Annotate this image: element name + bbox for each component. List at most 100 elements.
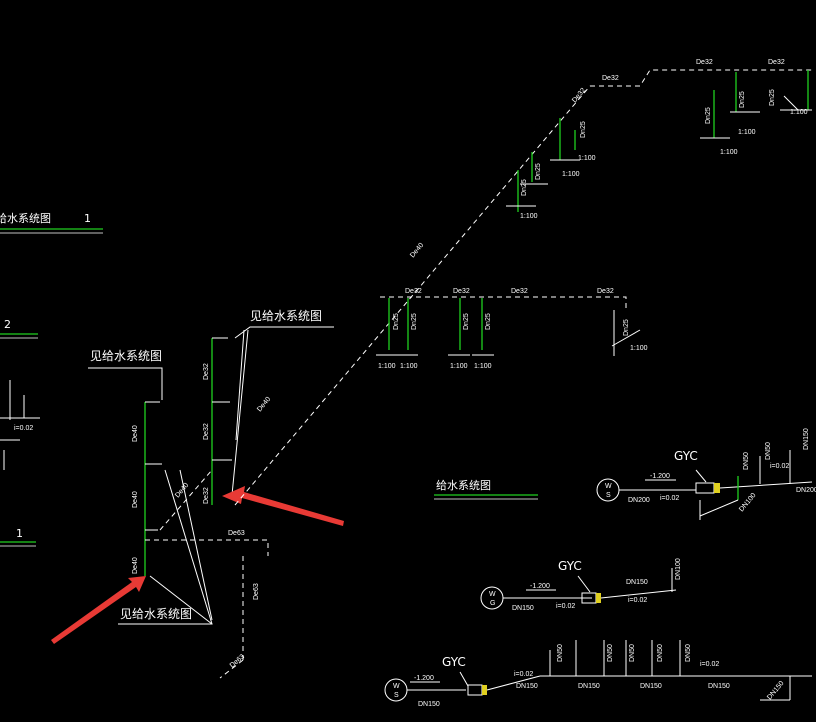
fixture-scale: 1:100 bbox=[378, 363, 396, 370]
leader-ref-1: 见给水系统图 bbox=[231, 309, 334, 496]
fixture-scale: 1:100 bbox=[562, 171, 580, 178]
pipe-label: DN100 bbox=[675, 558, 682, 580]
pipe-label: DN150 bbox=[640, 683, 662, 690]
slope-label: i=0.02 bbox=[514, 671, 533, 678]
slope-label: i=0.02 bbox=[628, 597, 647, 604]
pipe-label: DN50 bbox=[685, 644, 692, 662]
mid-label: De32 bbox=[453, 288, 470, 295]
supply-diagram-1: W S -1.200 DN200 i=0.02 GYC DN200 DN50 D… bbox=[596, 428, 816, 520]
slope-label: i=0.02 bbox=[556, 603, 575, 610]
top-label-de32b: De32 bbox=[696, 59, 713, 66]
svg-text:S: S bbox=[394, 692, 399, 699]
mid-label: De32 bbox=[511, 288, 528, 295]
gyc-label: GYC bbox=[558, 559, 582, 573]
label-de63-d: De63 bbox=[229, 653, 246, 669]
fixture-label: Dn25 bbox=[521, 179, 528, 196]
fixtures-diagonal: 1:100 1:100 1:100 Dn25 Dn25 Dn25 bbox=[506, 118, 596, 220]
pipe-label: DN50 bbox=[557, 644, 564, 662]
riser-label-de40b: De40 bbox=[132, 491, 139, 508]
diag-label-1: De40 bbox=[409, 242, 425, 259]
pipe-label: DN50 bbox=[657, 644, 664, 662]
pipe-label: DN50 bbox=[765, 442, 772, 460]
fixture-label: Dn25 bbox=[769, 89, 776, 106]
slope-label: i=0.02 bbox=[770, 463, 789, 470]
title-number-1: 1 bbox=[84, 212, 91, 225]
leader-ref-2: 见给水系统图 bbox=[88, 349, 163, 400]
left-fixture-fragment: i=0.02 bbox=[0, 380, 40, 470]
label-de63: De63 bbox=[228, 530, 245, 537]
slope-label: i=0.02 bbox=[700, 661, 719, 668]
svg-text:S: S bbox=[606, 492, 611, 499]
label-de40-diag: De40 bbox=[174, 482, 190, 499]
riser-label-de32c: De32 bbox=[203, 487, 210, 504]
fixture-scale: 1:100 bbox=[790, 109, 808, 116]
pipe-label: DN200 bbox=[628, 497, 650, 504]
elev-label: -1.200 bbox=[650, 473, 670, 480]
svg-text:G: G bbox=[490, 600, 495, 607]
fixture-label: Dn25 bbox=[411, 313, 418, 330]
riser-label-de40: De40 bbox=[132, 425, 139, 442]
top-label-de32: De32 bbox=[602, 75, 619, 82]
fixture-scale: 1:100 bbox=[630, 345, 648, 352]
pipe-label: DN150 bbox=[512, 605, 534, 612]
gyc-label: GYC bbox=[442, 655, 466, 669]
svg-text:W: W bbox=[393, 683, 400, 690]
slope-label: i=0.02 bbox=[14, 425, 33, 432]
title-water-system-left: 给水系统图 bbox=[0, 212, 51, 225]
pipe-label: DN150 bbox=[578, 683, 600, 690]
elev-label: -1.200 bbox=[530, 583, 550, 590]
fixture-scale: 1:100 bbox=[474, 363, 492, 370]
fixture-scale: 1:100 bbox=[720, 149, 738, 156]
mid-branch-pipe bbox=[380, 296, 627, 310]
pipe-label: DN150 bbox=[418, 701, 440, 708]
supply-diagram-3: W S -1.200 DN150 GYC i=0.02 i=0.02 DN150… bbox=[384, 640, 812, 708]
fixture-label: Dn25 bbox=[739, 91, 746, 108]
fixture-label: Dn25 bbox=[705, 107, 712, 124]
fixture-scale: 1:100 bbox=[520, 213, 538, 220]
pipe-label: DN200 bbox=[796, 487, 816, 494]
riser-group-left: De40 De40 De40 De32 De32 De32 De63 De63 … bbox=[132, 337, 269, 679]
fixture-label: Dn25 bbox=[485, 313, 492, 330]
pipe-label: DN150 bbox=[803, 428, 810, 450]
pipe-label: DN50 bbox=[629, 644, 636, 662]
red-arrow-2 bbox=[51, 576, 146, 644]
svg-text:W: W bbox=[489, 591, 496, 598]
pipe-label: DN150 bbox=[766, 680, 785, 701]
fixtures-mid: 1:100 1:100 1:100 1:100 1:100 Dn25 Dn25 … bbox=[376, 298, 648, 370]
fixture-label: Dn25 bbox=[623, 319, 630, 336]
pipe-label: DN50 bbox=[607, 644, 614, 662]
title-water-system: 给水系统图 bbox=[436, 479, 491, 492]
riser-label-de32: De32 bbox=[203, 363, 210, 380]
red-arrow-1 bbox=[222, 486, 344, 526]
diag-label-2: De40 bbox=[256, 396, 272, 413]
fixture-label: Dn25 bbox=[580, 121, 587, 138]
title-number-1b: 1 bbox=[16, 527, 23, 540]
mid-label: De32 bbox=[405, 288, 422, 295]
fixture-label: Dn25 bbox=[393, 313, 400, 330]
fixture-label: Dn25 bbox=[463, 313, 470, 330]
elev-label: -1.200 bbox=[414, 675, 434, 682]
fixture-scale: 1:100 bbox=[738, 129, 756, 136]
riser-label-de40c: De40 bbox=[132, 557, 139, 574]
top-main-pipe bbox=[590, 69, 812, 87]
top-label-de32c: De32 bbox=[768, 59, 785, 66]
pipe-label: DN150 bbox=[708, 683, 730, 690]
fixture-scale: 1:100 bbox=[450, 363, 468, 370]
ref-label-system-2: 见给水系统图 bbox=[90, 349, 162, 363]
gyc-label: GYC bbox=[674, 449, 698, 463]
main-diagonal-pipe bbox=[234, 85, 591, 506]
fixtures-top-right: Dn25 Dn25 Dn25 1:100 1:100 1:100 bbox=[700, 70, 812, 156]
fixture-label: Dn25 bbox=[535, 163, 542, 180]
svg-text:W: W bbox=[605, 483, 612, 490]
diag-label-3: De32 bbox=[571, 87, 587, 104]
ref-label-system-1: 见给水系统图 bbox=[250, 309, 322, 323]
ref-label-system-3: 见给水系统图 bbox=[120, 607, 192, 621]
leader-ref-3: 见给水系统图 bbox=[118, 469, 213, 625]
mid-label: De32 bbox=[597, 288, 614, 295]
fixture-scale: 1:100 bbox=[578, 155, 596, 162]
pipe-label: DN150 bbox=[516, 683, 538, 690]
fixture-scale: 1:100 bbox=[400, 363, 418, 370]
label-de63-v: De63 bbox=[253, 583, 260, 600]
riser-label-de32b: De32 bbox=[203, 423, 210, 440]
